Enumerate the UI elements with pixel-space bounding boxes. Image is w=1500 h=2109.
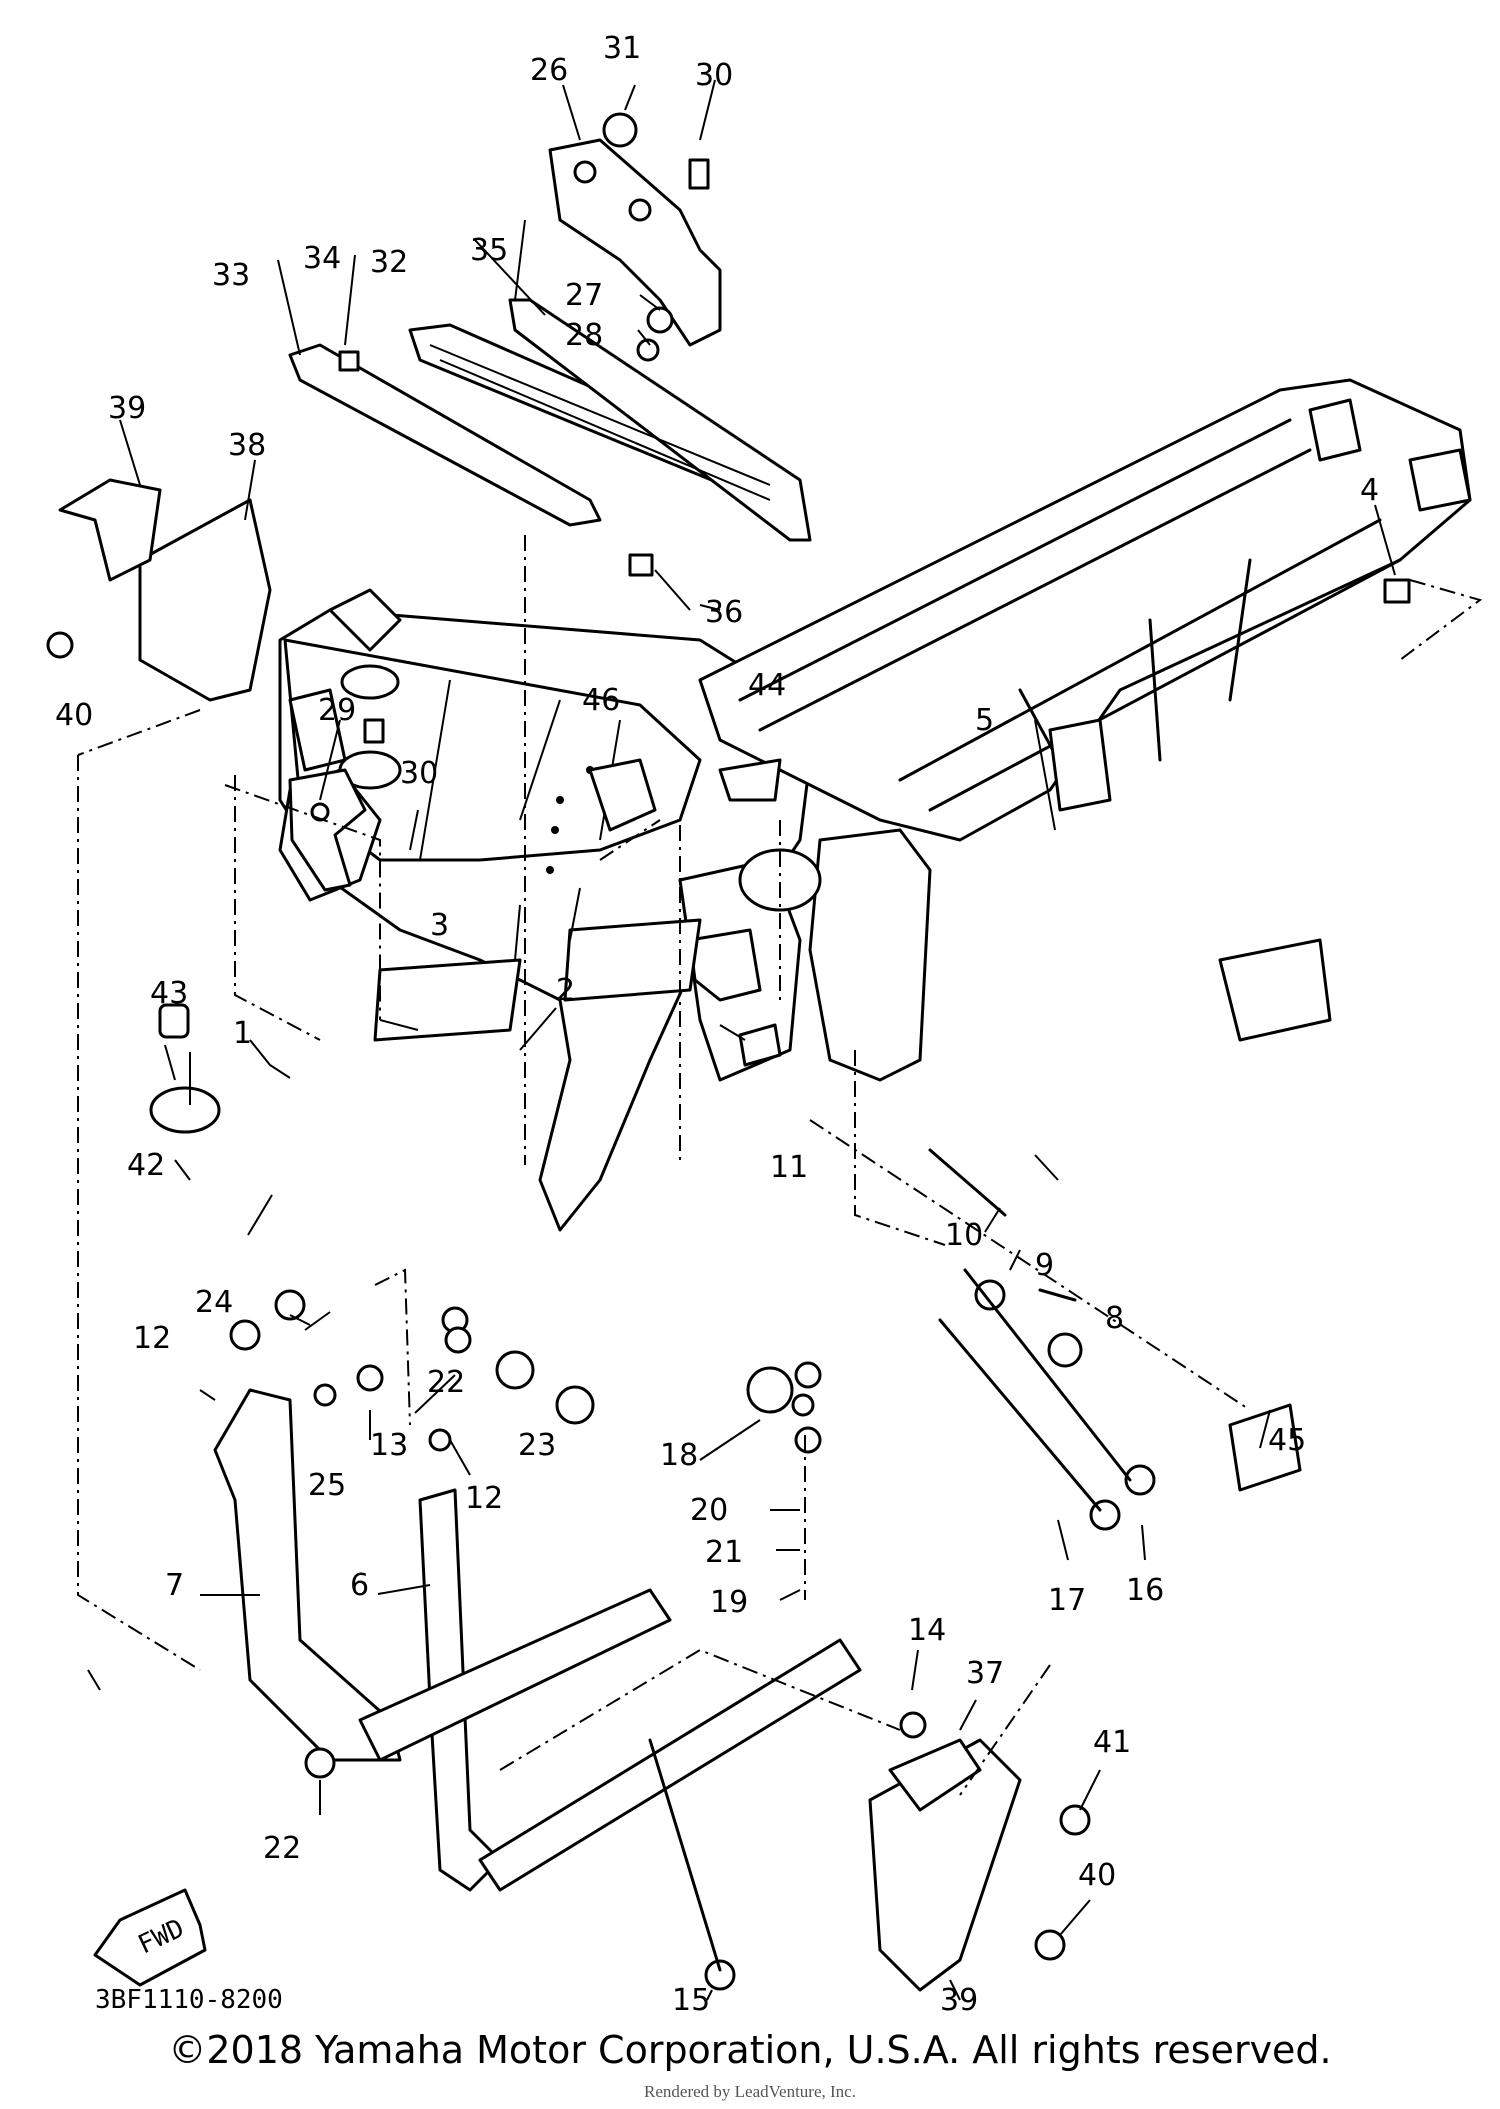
callout-31: 31 [603,31,641,66]
callout-1: 1 [233,1016,252,1051]
callout-33: 33 [212,258,250,293]
bracket-38-part [138,498,272,702]
callouts: 1 2 3 4 5 6 7 8 9 10 11 12 12 13 14 15 1… [55,31,1379,2018]
callout-16: 16 [1126,1573,1164,1608]
callout-43: 43 [150,976,188,1011]
copyright-notice: ©2018 Yamaha Motor Corporation, U.S.A. A… [168,2028,1332,2072]
callout-11: 11 [770,1150,808,1185]
hardware-part [46,112,1411,1991]
callout-28: 28 [565,318,603,353]
bracket-29-part [288,768,367,892]
callout-4: 4 [1360,473,1379,508]
leader-lines [87,79,1396,2001]
callout-46: 46 [582,683,620,718]
callout-44: 44 [748,668,786,703]
callout-10: 10 [945,1218,983,1253]
callout-2: 2 [556,973,575,1008]
callout-39b: 39 [940,1983,978,2018]
callout-26: 26 [530,53,568,88]
diagram-code: 3BF1110-8200 [95,1985,283,2015]
bracket-39-lower-part [868,1738,1022,1992]
callout-25: 25 [308,1468,346,1503]
callout-32: 32 [370,245,408,280]
callout-40b: 40 [1078,1858,1116,1893]
callout-35: 35 [470,233,508,268]
callout-15: 15 [672,1983,710,2018]
side-rails-part [288,298,812,542]
callout-27: 27 [565,278,603,313]
callout-45: 45 [1268,1423,1306,1458]
callout-19: 19 [710,1585,748,1620]
callout-18: 18 [660,1438,698,1473]
main-frame-part [278,588,932,1232]
callout-13: 13 [370,1428,408,1463]
callout-9: 9 [1035,1248,1054,1283]
bracket-37-part [888,1738,982,1812]
callout-22b: 22 [263,1831,301,1866]
fwd-arrow-icon: FWD [93,1888,207,1987]
watermark-text: Rendered by LeadVenture, Inc. [644,2082,856,2101]
callout-41: 41 [1093,1725,1131,1760]
callout-37: 37 [966,1656,1004,1691]
callout-7: 7 [165,1568,184,1603]
callout-12b: 12 [465,1481,503,1516]
callout-39: 39 [108,391,146,426]
callout-3: 3 [430,908,449,943]
callout-24: 24 [195,1285,233,1320]
labels-part [373,758,1302,1492]
callout-29: 29 [318,693,356,728]
callout-38: 38 [228,428,266,463]
callout-40: 40 [55,698,93,733]
frame-exploded-diagram: FWD 3BF1110-8200 1 2 3 4 5 6 7 8 9 10 11… [46,31,1483,2018]
top-bracket-part [548,138,722,347]
callout-20: 20 [690,1493,728,1528]
callout-5: 5 [975,703,994,738]
callout-17: 17 [1048,1583,1086,1618]
long-bolts-part [648,1148,1132,1972]
bracket-39-upper-part [58,478,162,582]
down-tubes-part [213,1388,502,1892]
callout-8: 8 [1105,1301,1124,1336]
callout-36: 36 [705,595,743,630]
callout-42: 42 [127,1148,165,1183]
rear-subframe-part [698,378,1472,1042]
lower-rails-part [358,1588,862,1892]
callout-30b: 30 [400,756,438,791]
assembly-lines [77,535,1483,1796]
callout-34: 34 [303,241,341,276]
callout-23: 23 [518,1428,556,1463]
callout-22: 22 [427,1365,465,1400]
callout-14: 14 [908,1613,946,1648]
callout-21: 21 [705,1535,743,1570]
callout-6: 6 [350,1568,369,1603]
callout-30: 30 [695,58,733,93]
callout-12: 12 [133,1321,171,1356]
